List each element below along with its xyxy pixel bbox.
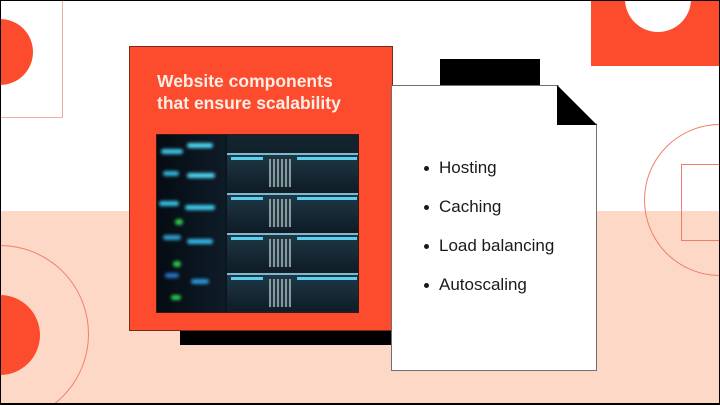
decor-rect-top-right: [591, 1, 719, 66]
list-item-label: Load balancing: [439, 236, 555, 255]
bullet-icon: [424, 166, 429, 171]
list-item-label: Hosting: [439, 158, 497, 177]
decor-circle-cutout: [625, 1, 691, 32]
bullet-icon: [424, 244, 429, 249]
list-item: Hosting: [424, 157, 554, 196]
server-rack: [227, 135, 358, 312]
decor-outline-rect-top-left: [1, 1, 63, 118]
card-shadow-top: [440, 59, 540, 89]
decor-outline-square-right: [681, 164, 719, 241]
server-rack-image: [156, 134, 359, 313]
bullet-icon: [424, 283, 429, 288]
list-item-label: Autoscaling: [439, 275, 527, 294]
document-card: Hosting Caching Load balancing Autoscali…: [391, 85, 597, 371]
bullet-icon: [424, 205, 429, 210]
card-shadow-bottom: [180, 329, 395, 345]
list-item: Autoscaling: [424, 274, 554, 313]
card-title-line-2: that ensure scalability: [157, 93, 341, 113]
card-title: Website components that ensure scalabili…: [157, 70, 387, 114]
card-title-line-1: Website components: [157, 71, 333, 91]
list-item: Caching: [424, 196, 554, 235]
component-list: Hosting Caching Load balancing Autoscali…: [424, 157, 554, 313]
title-card: Website components that ensure scalabili…: [129, 46, 393, 331]
list-item-label: Caching: [439, 197, 502, 216]
list-item: Load balancing: [424, 235, 554, 274]
document-folded-corner: [557, 85, 597, 125]
blurred-rack: [157, 135, 225, 312]
